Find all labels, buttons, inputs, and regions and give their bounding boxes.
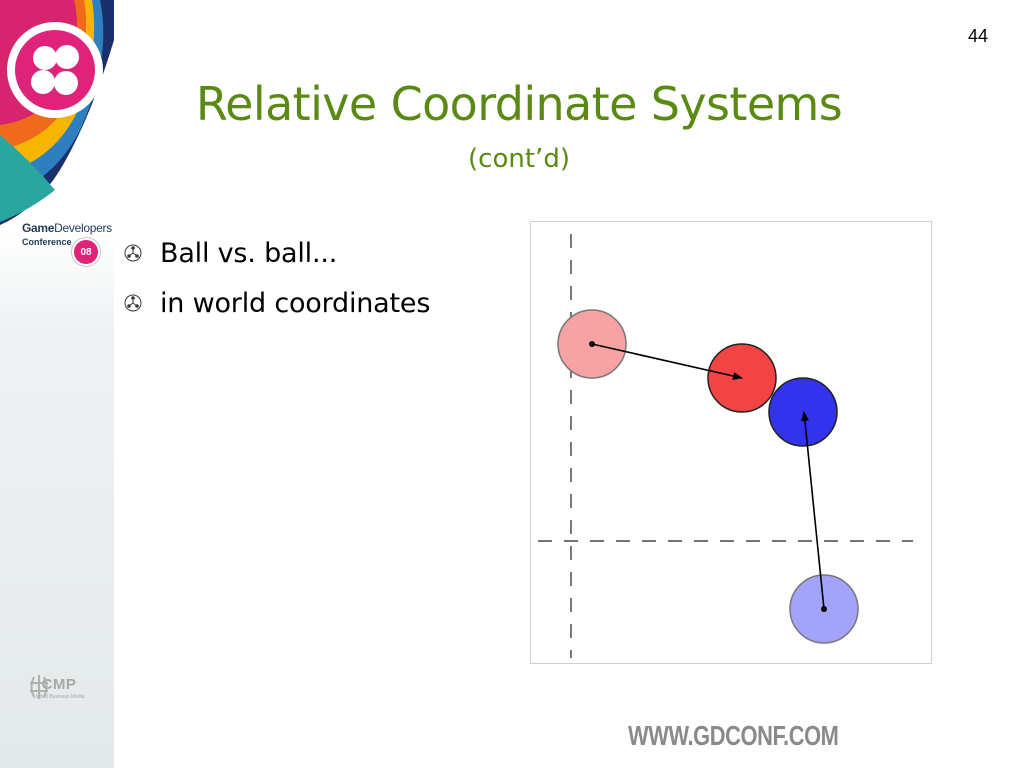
bullet-item: in world coordinates <box>124 278 430 328</box>
cmp-name: CMP <box>41 676 77 693</box>
gdc-conference-logo: GameDevelopers Conference 08 <box>22 222 114 266</box>
page-number: 44 <box>967 26 988 46</box>
blue-motion-arrow <box>800 411 825 610</box>
blue-start-dot <box>821 606 827 612</box>
bullet-list: Ball vs. ball... in world coordinates <box>124 228 430 328</box>
website-url: WWW.GDCONF.COM <box>628 720 839 751</box>
collision-diagram <box>530 221 932 664</box>
gdc-logo-text-line1: GameDevelopers <box>22 222 114 235</box>
bullet-text: in world coordinates <box>160 287 431 319</box>
gdc-year-badge: 08 <box>72 238 100 266</box>
gdc-swirl-logo-icon <box>0 0 114 225</box>
gdc-logo-conference: Conference <box>22 237 72 247</box>
atom-bullet-icon <box>124 243 152 263</box>
gdc-logo-developers: Developers <box>54 221 112 235</box>
slide-subtitle: (cont’d) <box>468 144 570 174</box>
cmp-logo: CMP United Business Media <box>26 674 92 700</box>
red-motion-arrow <box>591 343 743 380</box>
red-start-dot <box>589 341 595 347</box>
bullet-item: Ball vs. ball... <box>124 228 430 278</box>
blue-ball <box>768 377 838 447</box>
collision-diagram-svg <box>538 234 913 658</box>
atom-bullet-icon <box>124 293 152 313</box>
cmp-tagline: United Business Media <box>33 694 85 700</box>
slide-title: Relative Coordinate Systems <box>195 77 843 131</box>
sidebar-branding: GameDevelopers Conference 08 CMP United … <box>0 0 114 768</box>
bullet-text: Ball vs. ball... <box>160 237 338 269</box>
cmp-globe-icon <box>30 675 48 699</box>
gdc-logo-game: Game <box>22 221 55 235</box>
